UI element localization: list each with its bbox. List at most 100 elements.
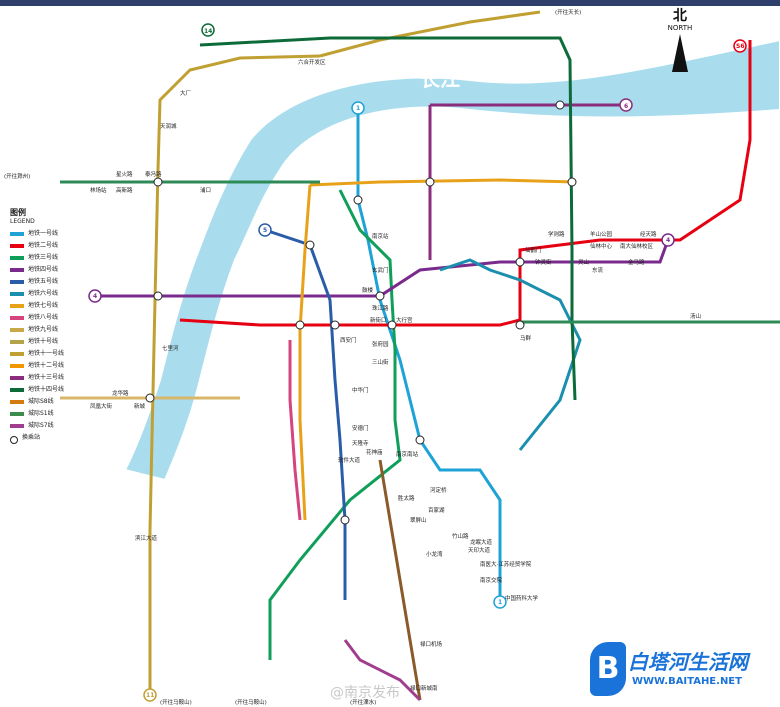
legend-label: 城际S8线	[28, 398, 54, 405]
station-label: 玄武门	[372, 266, 389, 274]
legend-swatch	[10, 256, 24, 260]
line-2-route	[179, 40, 752, 327]
station-label: 中华门	[352, 386, 369, 394]
top-border	[0, 0, 780, 6]
station-label: 胜太路	[398, 494, 415, 502]
legend-item: 地铁八号线	[10, 314, 80, 321]
station-label: 张府园	[372, 340, 389, 348]
legend-swatch	[10, 328, 24, 332]
interchange-station[interactable]	[295, 320, 305, 330]
station-label: 灵山	[578, 258, 589, 266]
station-label: 学则路	[548, 230, 565, 238]
interchange-station[interactable]	[555, 100, 565, 110]
line-badge	[88, 289, 102, 303]
svg-text:14: 14	[204, 28, 212, 35]
station-label: 经天路	[640, 230, 657, 238]
line-11-route	[148, 54, 321, 700]
terminal-label: (开往天长)	[555, 8, 581, 16]
line-12-route	[319, 10, 541, 58]
station-label: 西安门	[340, 336, 357, 344]
line-badge	[201, 23, 215, 37]
station-label: 安德门	[352, 424, 369, 432]
svg-text:S6: S6	[736, 43, 745, 50]
station-label: 钟灵街	[535, 258, 552, 266]
svg-text:6: 6	[624, 103, 628, 110]
interchange-stations	[145, 100, 577, 525]
legend-item: 地铁十三号线	[10, 374, 80, 381]
line-1-route	[356, 110, 502, 600]
legend-label: 换乘站	[22, 434, 41, 441]
legend-swatch	[10, 412, 24, 416]
legend-item: 地铁三号线	[10, 254, 80, 261]
legend-swatch	[10, 304, 24, 308]
station-label: 百家湖	[428, 506, 445, 514]
legend-items: 地铁一号线地铁二号线地铁三号线地铁四号线地铁五号线地铁六号线地铁七号线地铁八号线…	[10, 230, 80, 444]
svg-text:1: 1	[498, 599, 502, 606]
station-label: 鼓楼	[362, 286, 374, 294]
brand-url: WWW.BAITAHE.NET	[632, 676, 742, 687]
legend: 图例 LEGEND 地铁一号线地铁二号线地铁三号线地铁四号线地铁五号线地铁六号线…	[10, 208, 80, 449]
station-label: 仙林中心	[590, 242, 613, 250]
legend-label: 地铁一号线	[28, 230, 59, 237]
station-label: 星火路	[116, 170, 133, 178]
station-labels: 林场站 星火路 高新路 泰冯路 天润城 浦口 大厂 龙华路 凤凰大街 新城 七里…	[4, 8, 701, 706]
station-label: 新街口	[370, 316, 387, 324]
legend-item: 地铁十号线	[10, 338, 80, 345]
interchange-station[interactable]	[145, 393, 155, 403]
brand-logo-icon: B	[590, 642, 626, 696]
line-badge	[143, 688, 157, 702]
north-label-en: NORTH	[667, 24, 693, 32]
terminal-label: (开往溧水)	[350, 698, 376, 706]
station-label: 七里河	[162, 344, 179, 352]
interchange-station[interactable]	[353, 195, 363, 205]
station-label: 天印大道	[468, 546, 491, 554]
legend-swatch	[10, 268, 24, 272]
station-label: 仙鹤门	[525, 246, 542, 254]
interchange-station[interactable]	[305, 240, 315, 250]
station-label: 龙华路	[112, 389, 129, 397]
station-label: 大厂	[180, 89, 192, 97]
legend-item: 地铁十二号线	[10, 362, 80, 369]
station-label: 三山街	[372, 358, 389, 366]
interchange-station[interactable]	[567, 177, 577, 187]
station-label: 南京交院	[480, 576, 503, 584]
station-label: 花神庙	[366, 448, 383, 456]
interchange-station[interactable]	[375, 291, 385, 301]
interchange-station[interactable]	[515, 257, 525, 267]
interchange-station[interactable]	[425, 177, 435, 187]
station-label: 竹山路	[452, 532, 469, 540]
station-label: 禄口新城南	[410, 684, 438, 692]
station-label: 南医大·江苏经贸学院	[480, 560, 532, 568]
legend-label: 地铁九号线	[28, 326, 59, 333]
svg-text:4: 4	[666, 237, 670, 244]
line-6-route	[439, 258, 582, 451]
legend-swatch	[10, 292, 24, 296]
interchange-station[interactable]	[340, 515, 350, 525]
station-label: 天润城	[160, 122, 177, 130]
interchange-station[interactable]	[330, 320, 340, 330]
station-label: 泰冯路	[145, 170, 162, 178]
interchange-station[interactable]	[387, 320, 397, 330]
station-label: 南京站	[372, 232, 389, 240]
svg-text:1: 1	[356, 105, 360, 112]
terminal-label: (开往马鞍山)	[160, 698, 192, 706]
station-label: 新城	[134, 402, 146, 410]
legend-label: 地铁十号线	[28, 338, 59, 345]
legend-item: 城际S8线	[10, 398, 80, 405]
station-label: 高新路	[116, 186, 133, 194]
interchange-station[interactable]	[515, 320, 525, 330]
brand-name: 白塔河生活网	[628, 650, 748, 674]
legend-label: 地铁十三号线	[28, 374, 65, 381]
interchange-station[interactable]	[415, 435, 425, 445]
station-label: 滨江大道	[135, 534, 158, 542]
station-label: 浦口	[200, 186, 211, 194]
terminal-label: (开往马鞍山)	[235, 698, 267, 706]
interchange-station[interactable]	[153, 177, 163, 187]
legend-swatch	[10, 316, 24, 320]
line-badge	[619, 98, 633, 112]
legend-item: 地铁十一号线	[10, 350, 80, 357]
legend-label: 地铁十四号线	[28, 386, 65, 393]
interchange-station[interactable]	[153, 291, 163, 301]
line-s8-route	[60, 180, 780, 324]
